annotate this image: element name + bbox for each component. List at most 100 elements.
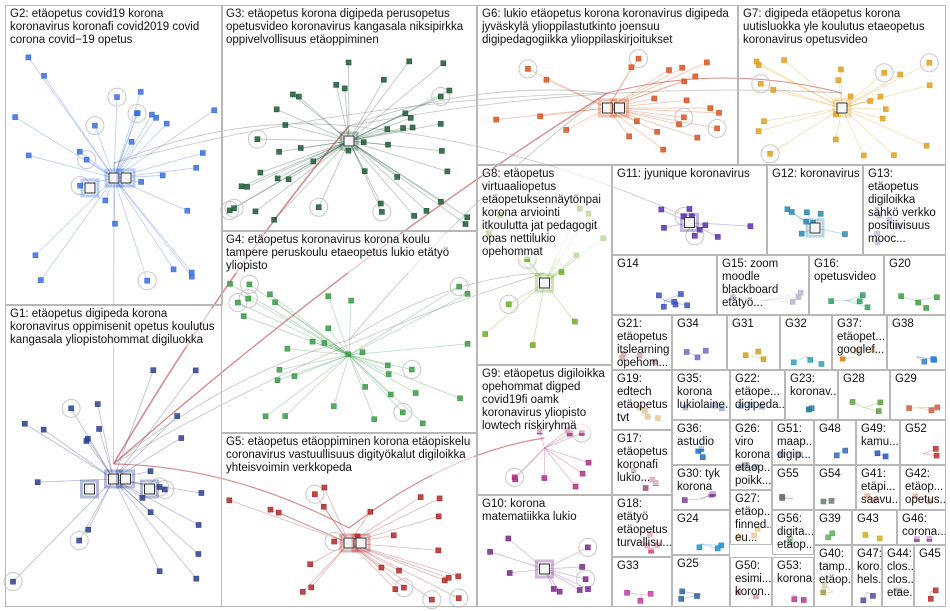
- node[interactable]: [842, 231, 848, 237]
- node[interactable]: [321, 484, 328, 491]
- node[interactable]: [308, 584, 315, 591]
- node[interactable]: [25, 152, 32, 159]
- hub-node[interactable]: [108, 172, 120, 184]
- hub-node[interactable]: [684, 217, 695, 228]
- node[interactable]: [755, 348, 762, 355]
- node[interactable]: [550, 586, 557, 592]
- hub-node[interactable]: [120, 473, 131, 485]
- node[interactable]: [371, 416, 378, 422]
- node[interactable]: [678, 291, 684, 297]
- node[interactable]: [842, 447, 849, 454]
- node[interactable]: [898, 293, 904, 299]
- node[interactable]: [367, 509, 374, 515]
- node[interactable]: [412, 390, 419, 396]
- node[interactable]: [441, 577, 448, 584]
- node[interactable]: [407, 115, 414, 121]
- node[interactable]: [704, 59, 710, 66]
- node[interactable]: [628, 64, 635, 71]
- node[interactable]: [147, 468, 154, 474]
- node[interactable]: [666, 67, 672, 73]
- node[interactable]: [634, 118, 640, 125]
- node[interactable]: [658, 206, 665, 213]
- node[interactable]: [635, 55, 642, 62]
- node[interactable]: [325, 325, 332, 332]
- node[interactable]: [679, 64, 685, 71]
- node[interactable]: [102, 197, 109, 204]
- node[interactable]: [833, 111, 840, 117]
- node[interactable]: [456, 283, 462, 290]
- node[interactable]: [820, 589, 827, 596]
- node[interactable]: [211, 107, 218, 114]
- node[interactable]: [455, 595, 462, 601]
- node[interactable]: [681, 213, 687, 220]
- node[interactable]: [399, 409, 406, 416]
- node[interactable]: [833, 136, 839, 143]
- node[interactable]: [276, 149, 282, 155]
- node[interactable]: [192, 367, 199, 374]
- node[interactable]: [309, 338, 316, 345]
- node[interactable]: [238, 183, 245, 190]
- node[interactable]: [877, 399, 884, 406]
- node[interactable]: [860, 597, 867, 604]
- node[interactable]: [32, 252, 39, 259]
- node[interactable]: [345, 147, 352, 154]
- node[interactable]: [699, 454, 706, 460]
- node[interactable]: [267, 506, 274, 513]
- node[interactable]: [464, 214, 471, 221]
- node[interactable]: [770, 87, 776, 93]
- node[interactable]: [681, 78, 687, 85]
- node[interactable]: [790, 359, 797, 366]
- node[interactable]: [184, 207, 191, 214]
- node[interactable]: [692, 233, 698, 239]
- node[interactable]: [582, 576, 589, 582]
- node[interactable]: [682, 497, 688, 503]
- node[interactable]: [906, 405, 912, 411]
- node[interactable]: [436, 495, 443, 502]
- node[interactable]: [193, 575, 200, 582]
- node[interactable]: [455, 573, 462, 580]
- node[interactable]: [429, 596, 435, 603]
- node[interactable]: [128, 139, 135, 145]
- node[interactable]: [742, 352, 749, 359]
- node[interactable]: [96, 426, 102, 432]
- node[interactable]: [163, 120, 170, 127]
- node[interactable]: [68, 405, 74, 412]
- node[interactable]: [672, 301, 679, 308]
- node[interactable]: [835, 77, 842, 83]
- node[interactable]: [714, 125, 720, 132]
- node[interactable]: [244, 184, 250, 190]
- node[interactable]: [870, 593, 876, 599]
- node[interactable]: [379, 209, 385, 215]
- node[interactable]: [390, 532, 397, 539]
- node[interactable]: [144, 277, 151, 284]
- node[interactable]: [257, 169, 264, 176]
- node[interactable]: [235, 299, 241, 306]
- node[interactable]: [572, 318, 578, 325]
- node[interactable]: [525, 66, 531, 72]
- node[interactable]: [626, 133, 632, 140]
- node[interactable]: [874, 450, 881, 457]
- node[interactable]: [77, 182, 83, 189]
- node[interactable]: [254, 136, 261, 142]
- node[interactable]: [226, 497, 233, 504]
- node[interactable]: [897, 71, 903, 78]
- node[interactable]: [25, 54, 32, 61]
- node[interactable]: [702, 222, 709, 229]
- node[interactable]: [926, 59, 933, 66]
- node[interactable]: [579, 470, 586, 477]
- node[interactable]: [915, 299, 922, 306]
- node[interactable]: [321, 340, 328, 346]
- node[interactable]: [38, 277, 44, 283]
- hub-node[interactable]: [343, 135, 355, 147]
- hub-node[interactable]: [120, 172, 132, 184]
- hub-node[interactable]: [108, 473, 119, 485]
- node[interactable]: [928, 407, 935, 414]
- node[interactable]: [149, 111, 155, 118]
- node[interactable]: [818, 361, 825, 367]
- node[interactable]: [807, 357, 814, 363]
- node[interactable]: [435, 513, 442, 520]
- node[interactable]: [137, 89, 144, 95]
- hub-node[interactable]: [84, 182, 96, 194]
- node[interactable]: [307, 561, 313, 568]
- node[interactable]: [359, 349, 366, 356]
